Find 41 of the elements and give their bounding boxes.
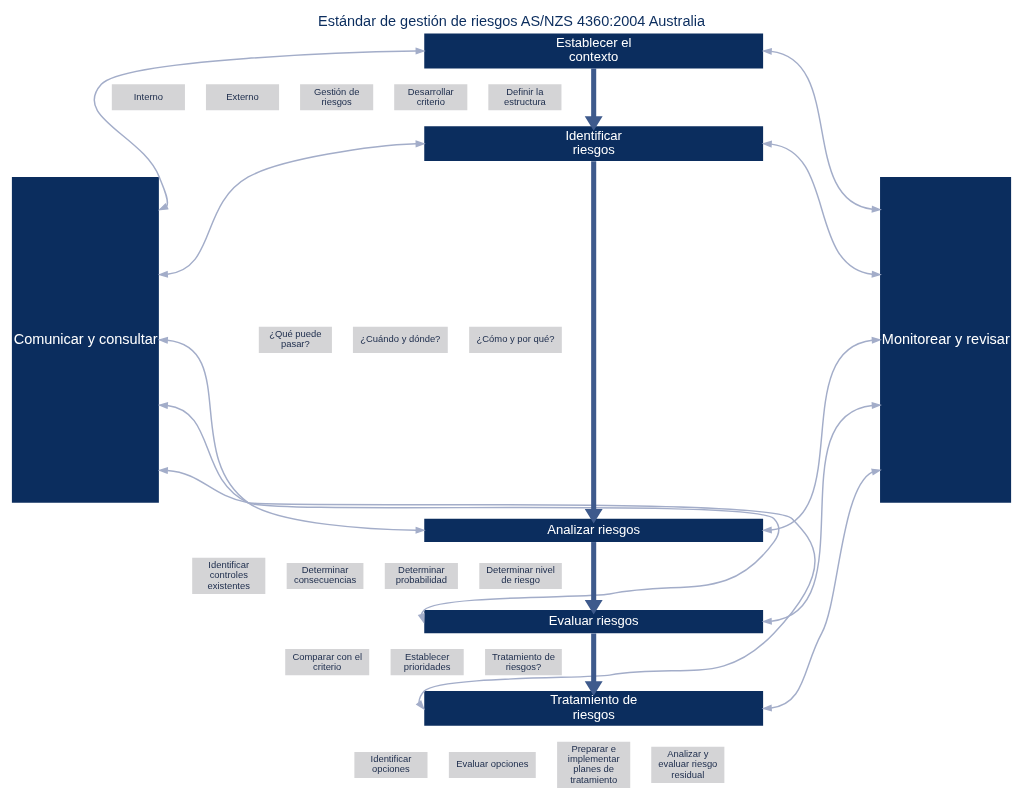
node-box: Gestión de riesgos	[299, 84, 373, 111]
node-box: Comparar con el criterio	[284, 649, 369, 676]
node-box: ¿Qué puede pasar?	[258, 326, 332, 353]
node-box: Monitorear y revisar	[879, 177, 1011, 503]
arrow	[157, 336, 426, 534]
arrow	[761, 47, 882, 213]
arrow	[92, 47, 426, 211]
arrow	[761, 401, 882, 625]
arrow	[761, 336, 882, 534]
node-box: Preparar e implementar planes de tratamiento	[556, 741, 630, 789]
node-box: Establecer el contexto	[423, 33, 763, 69]
arrow	[584, 68, 603, 131]
node-box: Analizar y evaluar riesgo residual	[650, 746, 724, 784]
arrow	[584, 633, 603, 696]
node-box: Externo	[205, 84, 279, 111]
arrow	[157, 467, 816, 711]
arrow	[157, 140, 426, 278]
node-box: Definir la estructura	[487, 84, 561, 111]
node-box: Establecer prioridades	[390, 649, 464, 676]
node-box: Determinar nivel de riesgo	[478, 562, 562, 589]
node-box: Evaluar riesgos	[423, 610, 763, 634]
arrow	[584, 161, 603, 524]
arrow	[761, 468, 882, 712]
node-box: Desarrollar criterio	[393, 84, 467, 111]
node-box: ¿Cómo y por qué?	[468, 326, 562, 353]
node-box: Comunicar y consultar	[11, 177, 159, 503]
node-box: ¿Cuándo y dónde?	[352, 326, 448, 353]
node-box: Determinar probabilidad	[384, 562, 458, 589]
node-box: Interno	[111, 84, 185, 111]
node-box: Identificar riesgos	[423, 126, 763, 162]
node-box: Analizar riesgos	[423, 518, 763, 542]
node-box: Tratamiento de riesgos	[423, 691, 763, 726]
arrow	[157, 402, 780, 624]
node-box: Identificar opciones	[353, 751, 427, 778]
node-box: Determinar consecuencias	[286, 562, 363, 589]
arrow	[761, 140, 882, 278]
node-box: Identificar controles existentes	[191, 557, 265, 595]
node-box: Evaluar opciones	[448, 751, 536, 778]
arrow	[584, 542, 603, 615]
diagram-title: Estándar de gestión de riesgos AS/NZS 4360:2004 Australia	[317, 13, 705, 30]
node-box: Tratamiento de riesgos?	[484, 649, 562, 676]
